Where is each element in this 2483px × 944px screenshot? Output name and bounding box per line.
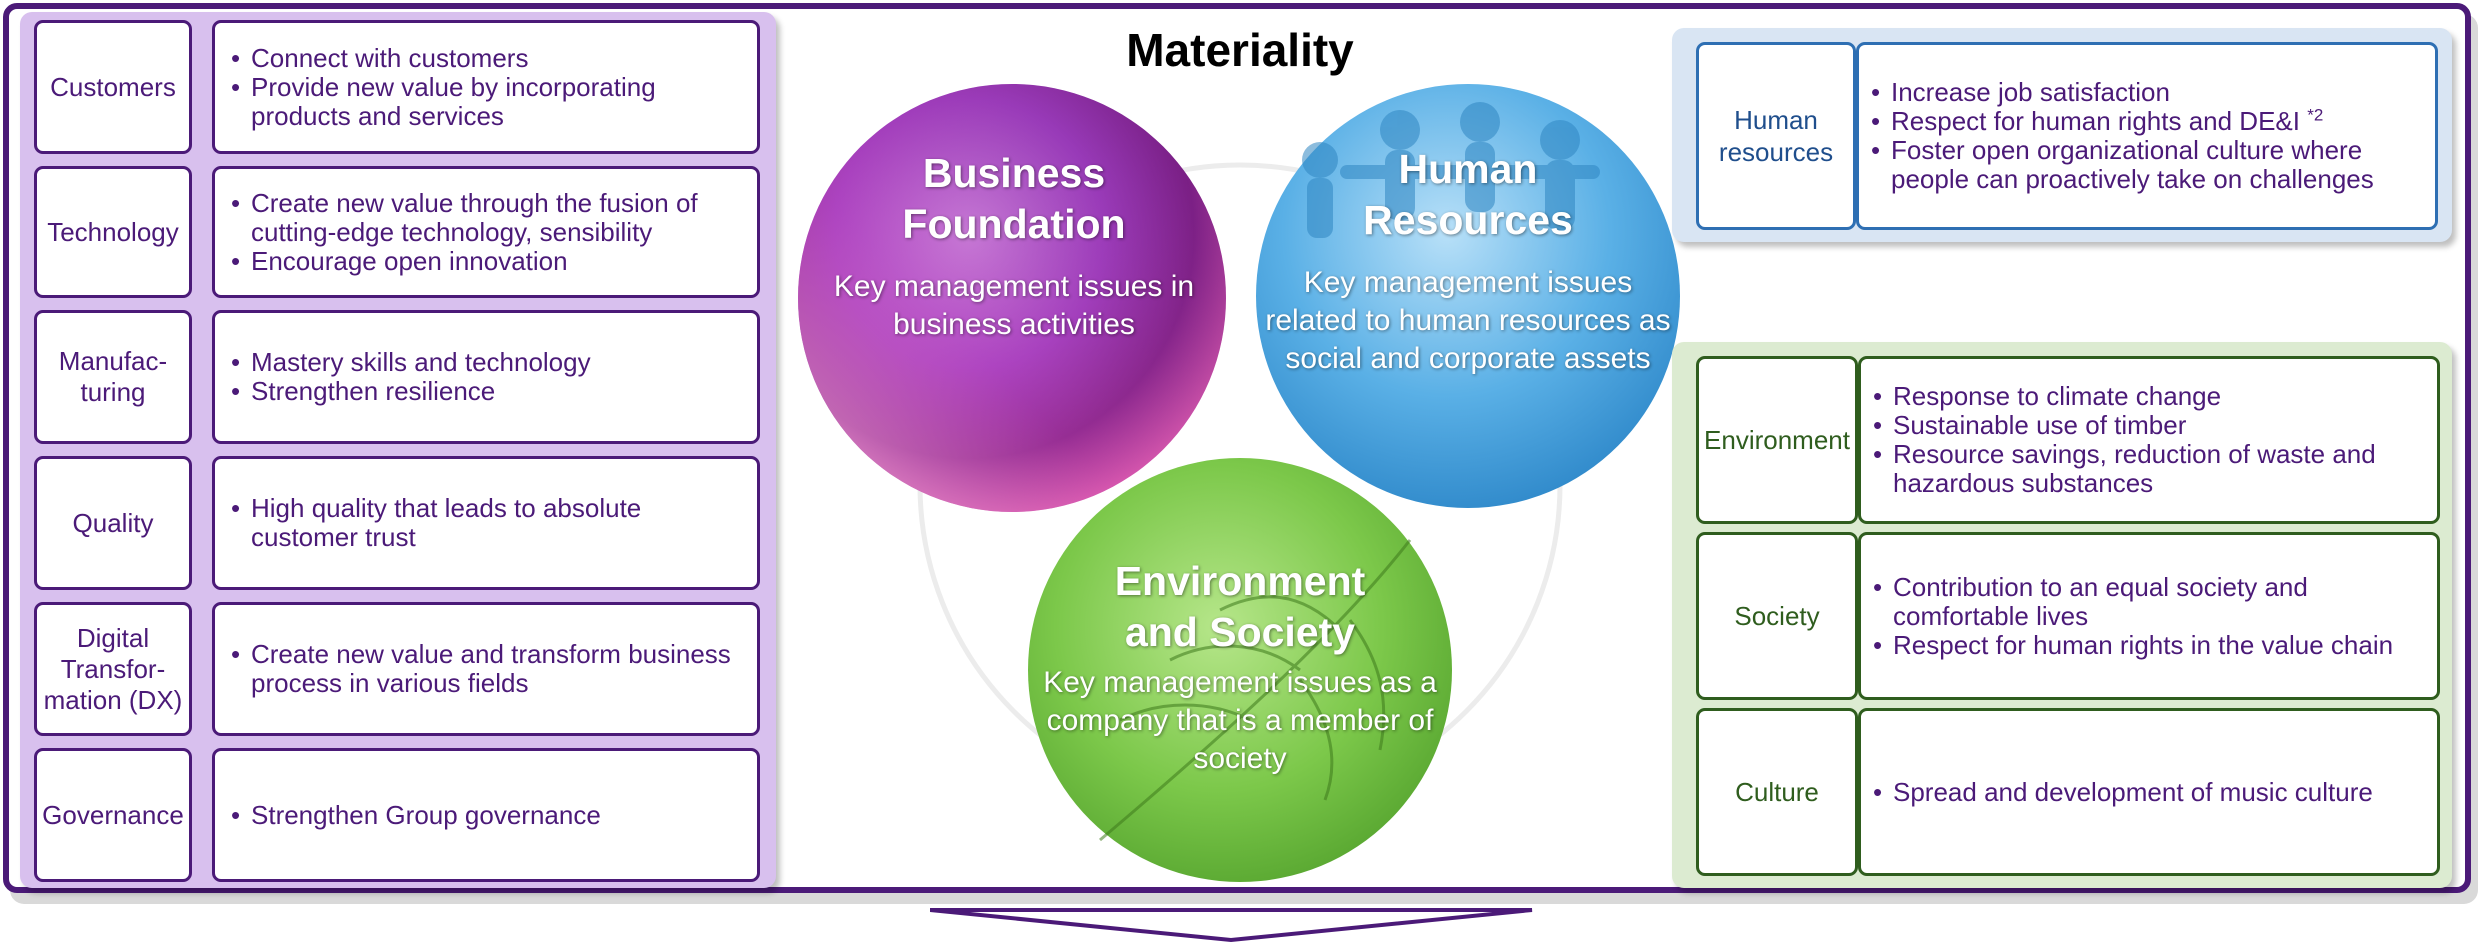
category-label: Quality (34, 456, 192, 590)
bullet-item: High quality that leads to absolute cust… (231, 494, 747, 552)
bullet-text: Respect for human rights and DE&I (1891, 106, 2300, 136)
bullet-item: Spread and development of music culture (1873, 777, 2427, 807)
category-content: Contribution to an equal society and com… (1858, 532, 2440, 700)
bullet-item: Sustainable use of timber (1873, 411, 2427, 441)
bullet-item: Provide new value by incorporating produ… (231, 72, 747, 131)
bullet-item: Strengthen resilience (231, 377, 747, 407)
circle-subtitle: Key management issues as a company that … (1043, 666, 1437, 775)
category-label: Environment (1696, 356, 1858, 524)
bullet-item: Resource savings, reduction of waste and… (1873, 440, 2427, 498)
business-foundation-text: Business Foundation Key management issue… (800, 148, 1228, 344)
bullet-item: Contribution to an equal society and com… (1873, 572, 2427, 631)
category-label: Human resources (1696, 42, 1856, 230)
category-content: Mastery skills and technology Strengthen… (212, 310, 760, 444)
leaf-vein-icon (1099, 539, 1412, 842)
circle-title: Human Resources (1363, 146, 1573, 243)
category-content: Strengthen Group governance (212, 748, 760, 882)
bullet-item: Foster open organizational culture where… (1871, 136, 2425, 194)
category-label: Governance (34, 748, 192, 882)
footnote-mark: *2 (2307, 105, 2324, 125)
bullet-item: Increase job satisfaction (1871, 78, 2425, 108)
category-label: Customers (34, 20, 192, 154)
category-label: Culture (1696, 708, 1858, 876)
paper-people-icon (1302, 102, 1600, 238)
bullet-item: Mastery skills and technology (231, 348, 747, 378)
circle-title: Environment and Society (1114, 558, 1366, 655)
bullet-item: Respect for human rights in the value ch… (1873, 630, 2427, 660)
category-label: Manufac- turing (34, 310, 192, 444)
category-label: Digital Transfor- mation (DX) (34, 602, 192, 736)
category-content: Connect with customers Provide new value… (212, 20, 760, 154)
human-resources-circle (1256, 84, 1680, 508)
environment-society-panel: Environment Response to climate change S… (1672, 342, 2452, 888)
diagram-title: Materiality (1126, 24, 1354, 76)
down-arrow-icon (930, 908, 1533, 943)
human-resources-panel: Human resources Increase job satisfactio… (1672, 28, 2452, 242)
human-resources-text: Human Resources Key management issues re… (1256, 144, 1680, 378)
category-content: Spread and development of music culture (1858, 708, 2440, 876)
bullet-item: Response to climate change (1873, 382, 2427, 412)
bullet-item: Respect for human rights and DE&I *2 (1871, 105, 2425, 136)
category-content: High quality that leads to absolute cust… (212, 456, 760, 590)
materiality-circles (798, 84, 1680, 882)
left-panel: Customers Connect with customers Provide… (20, 12, 776, 888)
bullet-item: Connect with customers (231, 43, 747, 73)
category-content: Response to climate change Sustainable u… (1858, 356, 2440, 524)
environment-society-text: Environment and Society Key management i… (1030, 556, 1450, 778)
bullet-item: Encourage open innovation (231, 246, 747, 276)
category-content: Create new value through the fusion of c… (212, 166, 760, 298)
bullet-item: Create new value and transform business … (231, 640, 747, 698)
category-label: Society (1696, 532, 1858, 700)
category-content: Increase job satisfaction Respect for hu… (1856, 42, 2438, 230)
category-label: Technology (34, 166, 192, 298)
business-foundation-circle (798, 84, 1226, 512)
circle-subtitle: Key management issues related to human r… (1265, 266, 1671, 375)
environment-society-circle (1028, 458, 1452, 882)
bullet-item: Create new value through the fusion of c… (231, 188, 747, 247)
bullet-item: Strengthen Group governance (231, 800, 747, 830)
circle-subtitle: Key management issues in business activi… (833, 270, 1195, 341)
circle-title: Business Foundation (902, 150, 1126, 247)
category-content: Create new value and transform business … (212, 602, 760, 736)
